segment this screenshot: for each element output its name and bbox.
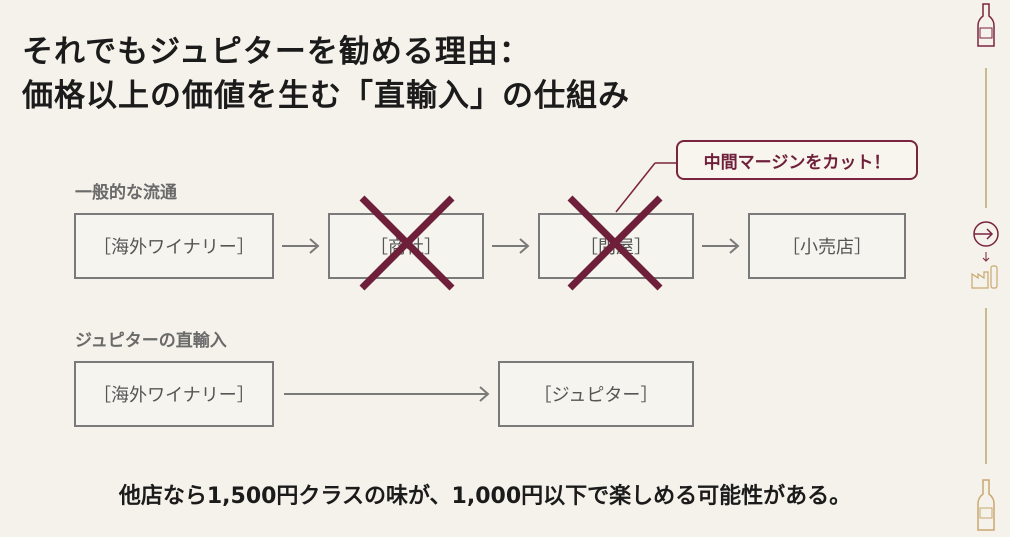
wine-bottle-icon xyxy=(977,479,995,531)
import-arrow-icon xyxy=(973,221,999,247)
summary-text: 他店なら1,500円クラスの味が、1,000円以下で楽しめる可能性がある。 xyxy=(118,484,852,509)
title-line-2: 価格以上の価値を生む「直輸入」の仕組み xyxy=(22,78,630,114)
direct-flow-arrow xyxy=(284,386,490,402)
callout-pointer xyxy=(615,162,678,213)
direct-winery-box: ［海外ワイナリー］ xyxy=(74,361,274,427)
flow-arrow-1 xyxy=(282,238,320,254)
page-title: それでもジュピターを勧める理由： 価格以上の価値を生む「直輸入」の仕組み xyxy=(22,30,630,118)
margin-cut-callout: 中間マージンをカット！ xyxy=(676,140,918,180)
factory-wine-icon xyxy=(971,252,998,289)
jupiter-box: ［ジュピター］ xyxy=(498,361,694,427)
side-rail-top xyxy=(985,68,987,208)
general-flow-label: 一般的な流通 xyxy=(75,183,177,203)
wholesaler-cross-icon xyxy=(567,195,663,291)
general-winery-box: ［海外ワイナリー］ xyxy=(74,213,274,279)
title-line-1: それでもジュピターを勧める理由： xyxy=(22,34,531,70)
side-rail-bottom xyxy=(985,308,987,464)
flow-arrow-3 xyxy=(702,238,740,254)
trading-company-cross-icon xyxy=(359,195,455,291)
direct-flow-label: ジュピターの直輸入 xyxy=(75,331,227,351)
flow-arrow-2 xyxy=(492,238,530,254)
wine-bottle-icon xyxy=(977,3,995,47)
retailer-box: ［小売店］ xyxy=(748,213,906,279)
